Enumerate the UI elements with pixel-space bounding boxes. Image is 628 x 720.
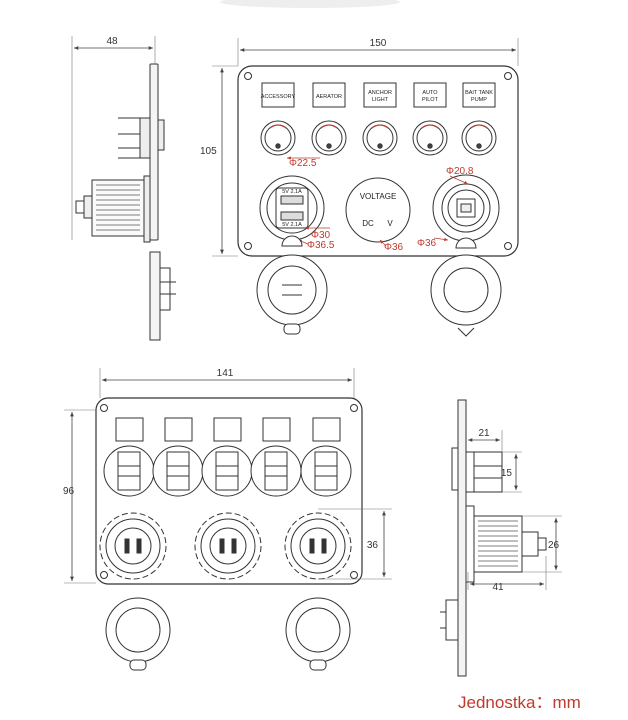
svg-text:15: 15 bbox=[501, 468, 513, 479]
svg-text:ACCESSORY: ACCESSORY bbox=[261, 94, 296, 100]
dim-36: 36 bbox=[318, 508, 392, 580]
svg-text:Φ36: Φ36 bbox=[417, 238, 437, 249]
dim-15: 15 bbox=[501, 451, 522, 493]
dim-26: 26 bbox=[522, 515, 562, 573]
unit-label: Jednostka：mm bbox=[458, 693, 581, 712]
usb-socket: 5V 2.1A 5V 2.1A bbox=[259, 175, 325, 241]
svg-text:PUMP: PUMP bbox=[471, 97, 487, 103]
switch-label-auto-pilot: AUTO PILOT bbox=[413, 82, 447, 108]
dim-141: 141 bbox=[99, 368, 355, 398]
rocker-switch bbox=[362, 120, 398, 156]
dim-105: 105 bbox=[200, 65, 238, 257]
svg-text:AUTO: AUTO bbox=[422, 90, 438, 96]
dim-switch-diameter: Φ22.5 bbox=[287, 156, 320, 169]
side-view-right bbox=[440, 399, 547, 677]
svg-text:141: 141 bbox=[217, 368, 234, 379]
dim-96: 96 bbox=[63, 409, 96, 584]
svg-text:105: 105 bbox=[200, 146, 217, 157]
voltage-dc: DC bbox=[362, 219, 374, 228]
svg-text:AERATOR: AERATOR bbox=[316, 94, 342, 100]
svg-text:21: 21 bbox=[478, 428, 490, 439]
svg-text:Φ20.8: Φ20.8 bbox=[446, 166, 474, 177]
switch-label-anchor-light: ANCHOR LIGHT bbox=[363, 82, 397, 108]
svg-text:LIGHT: LIGHT bbox=[372, 97, 389, 103]
dim-21: 21 bbox=[468, 428, 503, 452]
svg-text:ANCHOR: ANCHOR bbox=[368, 90, 392, 96]
svg-text:41: 41 bbox=[492, 582, 504, 593]
switch-label-aerator: AERATOR bbox=[312, 82, 346, 108]
svg-text:36: 36 bbox=[367, 540, 379, 551]
voltage-v: V bbox=[387, 219, 393, 228]
dim-48: 48 bbox=[71, 36, 156, 240]
switch-label-accessory: ACCESSORY bbox=[261, 82, 296, 108]
svg-text:Φ36.5: Φ36.5 bbox=[307, 240, 335, 251]
switch-label-bait-tank-pump: BAIT TANK PUMP bbox=[462, 82, 496, 108]
rocker-switches bbox=[260, 120, 497, 156]
back-socket-nuts bbox=[99, 512, 352, 580]
switch-label-boxes: ACCESSORY AERATOR ANCHOR LIGHT AUTO PILO… bbox=[261, 82, 496, 108]
svg-text:Φ22.5: Φ22.5 bbox=[289, 158, 317, 169]
dim-150: 150 bbox=[237, 38, 519, 66]
back-cover-caps bbox=[105, 597, 351, 671]
svg-text:96: 96 bbox=[63, 486, 75, 497]
svg-text:Φ30: Φ30 bbox=[311, 230, 331, 241]
svg-text:Φ36: Φ36 bbox=[384, 242, 404, 253]
dim-lighter: Φ20.8 Φ36 bbox=[417, 166, 474, 249]
usb-top-rating: 5V 2.1A bbox=[282, 189, 302, 195]
usb-bottom-rating: 5V 2.1A bbox=[282, 222, 302, 228]
back-label-slots bbox=[115, 417, 341, 442]
side-profile-top bbox=[75, 63, 176, 341]
voltage-label: VOLTAGE bbox=[360, 192, 397, 201]
usb-cover-cap bbox=[256, 235, 328, 335]
rocker-switch bbox=[311, 120, 347, 156]
lighter-cover-cap bbox=[430, 237, 502, 337]
back-switch-bodies bbox=[103, 445, 352, 497]
svg-text:26: 26 bbox=[548, 540, 560, 551]
voltmeter: VOLTAGE DC V Φ36 bbox=[345, 177, 411, 253]
rocker-switch bbox=[412, 120, 448, 156]
svg-text:150: 150 bbox=[370, 38, 387, 49]
dim-48-label: 48 bbox=[106, 36, 118, 47]
rocker-switch bbox=[461, 120, 497, 156]
rocker-switch bbox=[260, 120, 296, 156]
top-shadow bbox=[220, 0, 400, 8]
lighter-socket bbox=[432, 174, 500, 242]
svg-text:BAIT TANK: BAIT TANK bbox=[465, 90, 493, 96]
svg-text:PILOT: PILOT bbox=[422, 97, 439, 103]
dim-41: 41 bbox=[467, 556, 547, 593]
